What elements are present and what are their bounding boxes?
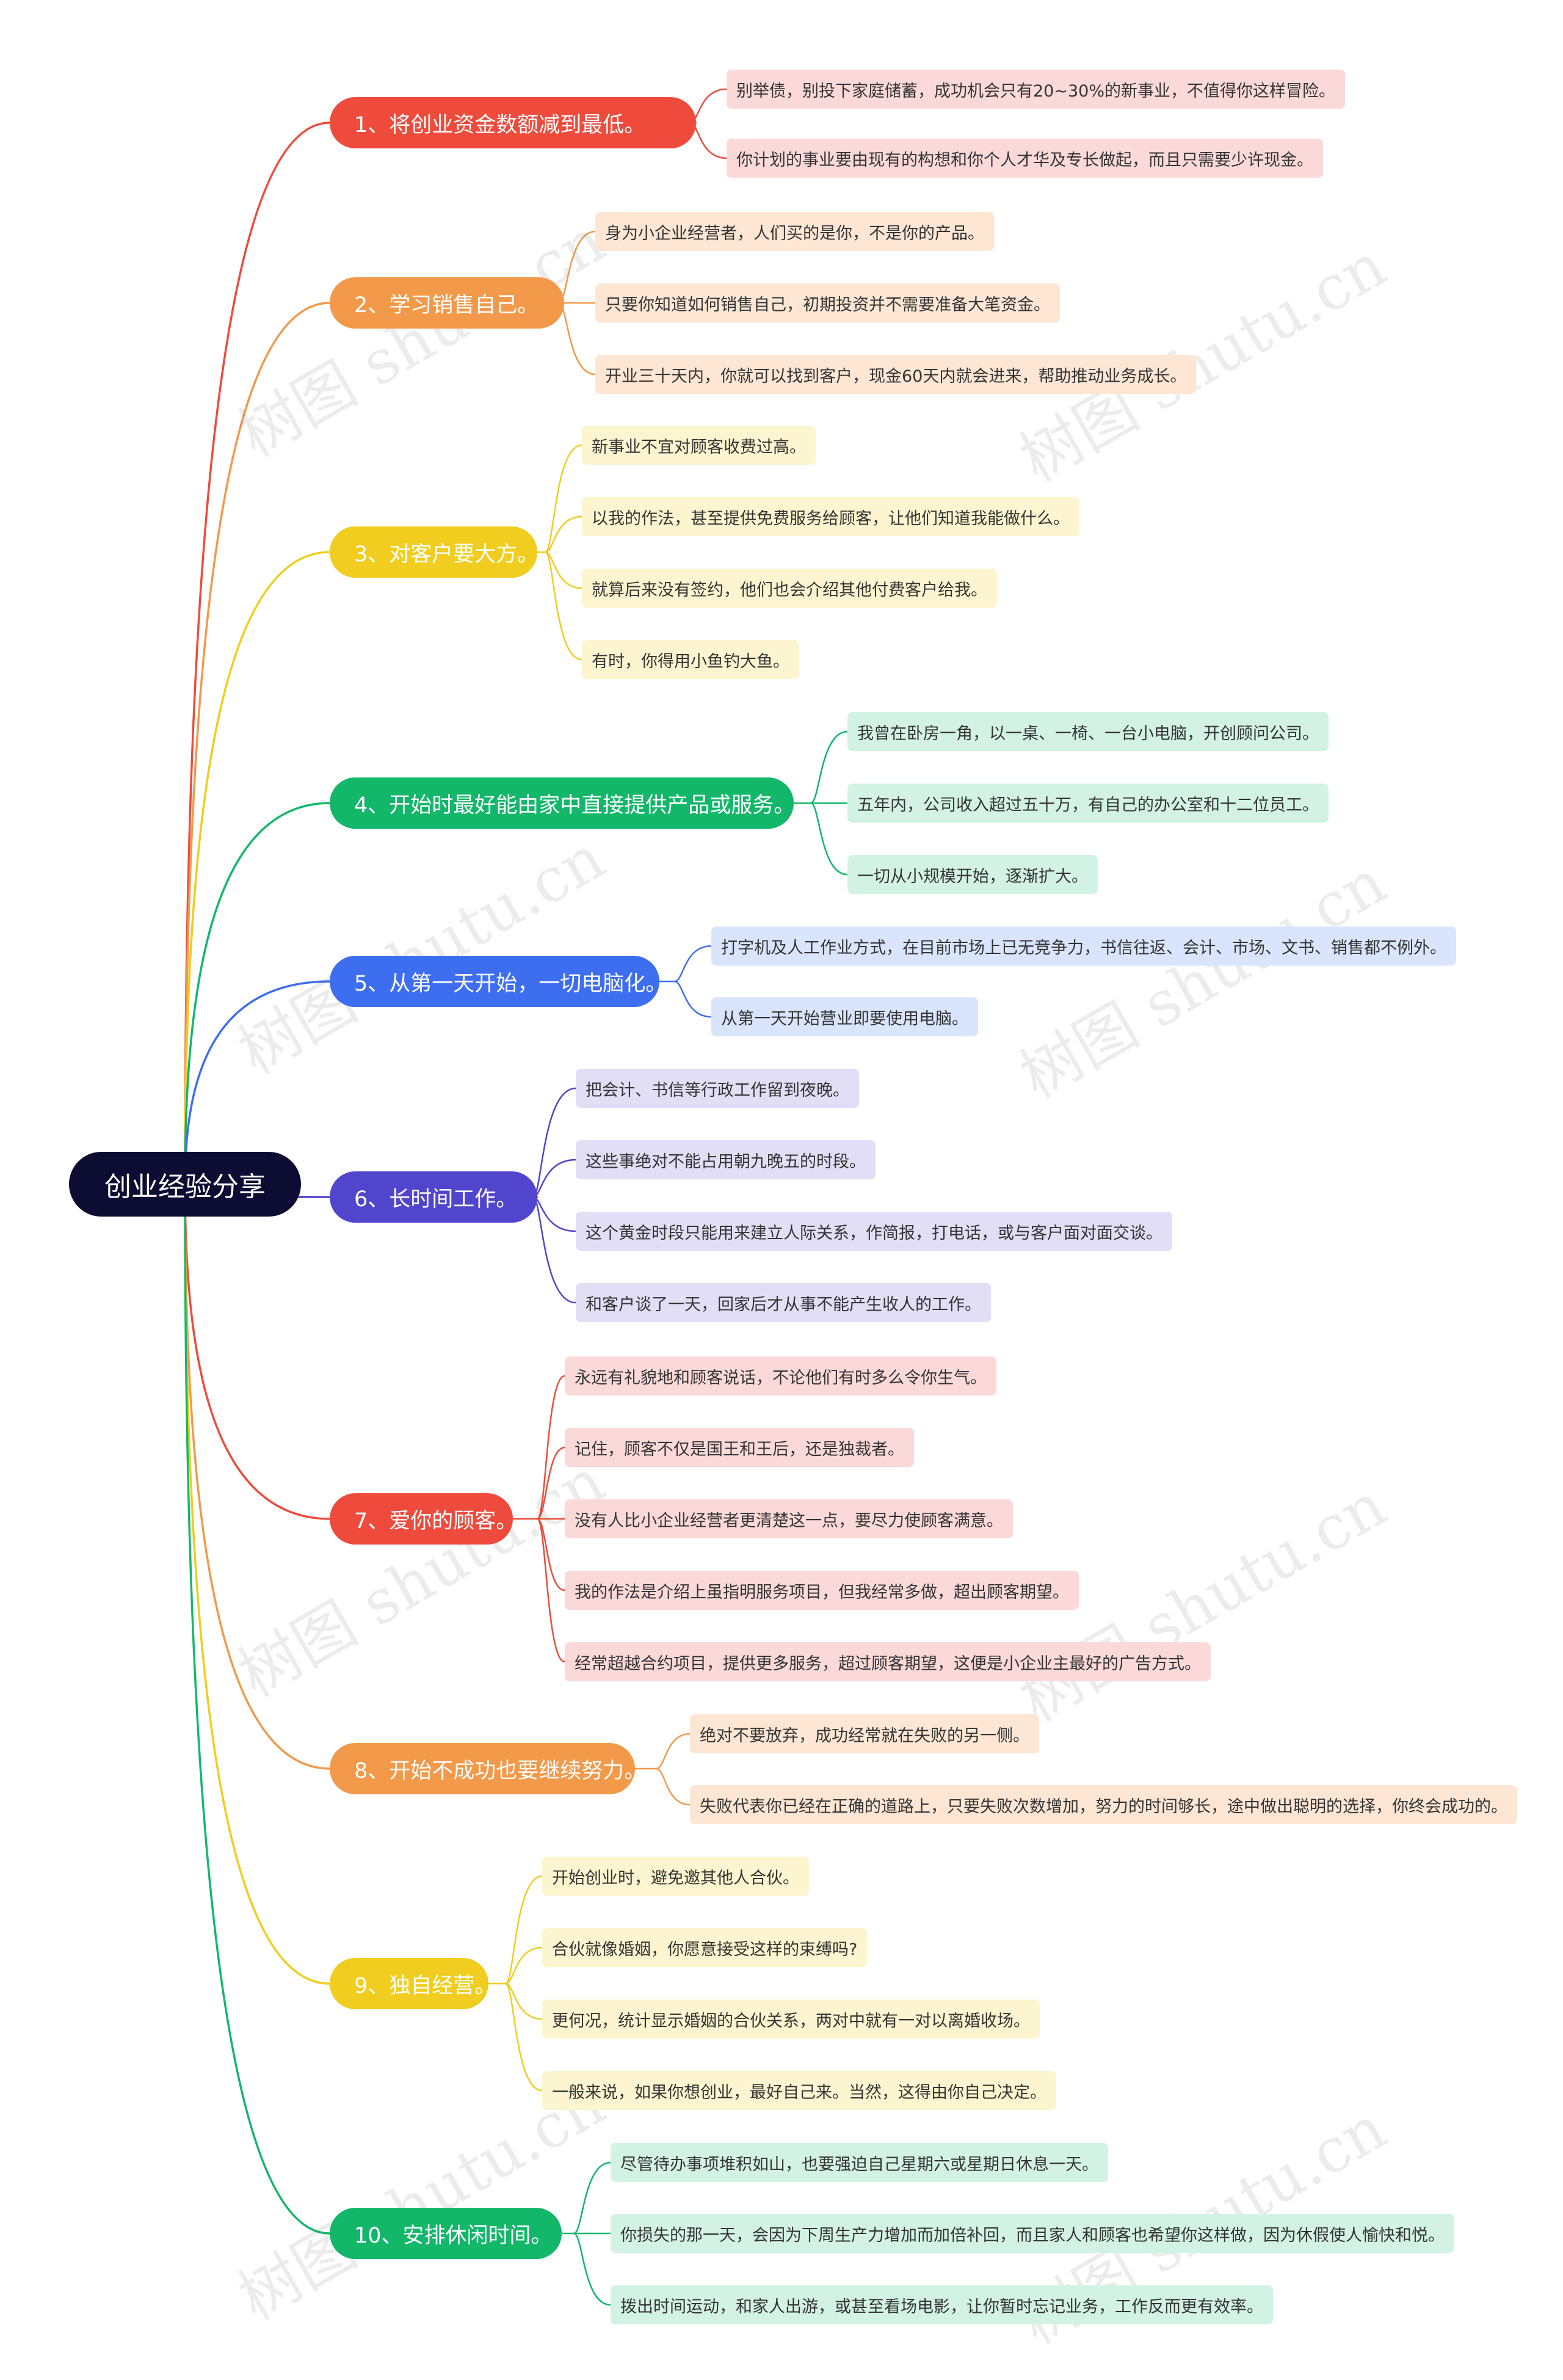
leaf-connector (655, 1733, 691, 1770)
subtopic-6-2[interactable]: 这些事绝对不能占用朝九晚五的时段。 (576, 1140, 876, 1179)
subtopic-10-2[interactable]: 你损失的那一天，会因为下周生产力增加而加倍补回，而且家人和顾客也希望你这样做，因… (611, 2214, 1454, 2253)
subtopic-9-2[interactable]: 合伙就像婚姻，你愿意接受这样的束缚吗? (542, 1928, 868, 1967)
branch-topic-10[interactable]: 10、安排休闲时间。 (330, 2208, 562, 2259)
subtopic-9-4[interactable]: 一般来说，如果你想创业，最好自己来。当然，这得由你自己决定。 (542, 2071, 1056, 2110)
branch-topic-9[interactable]: 9、独自经营。 (330, 1958, 496, 2009)
subtopic-3-1[interactable]: 新事业不宜对顾客收费过高。 (582, 426, 816, 465)
leaf-connector (673, 945, 713, 983)
branch-topic-3[interactable]: 3、对客户要大方。 (330, 526, 539, 578)
leaf-connector (544, 551, 583, 589)
leaf-connector (504, 1982, 543, 2020)
branch-topic-5[interactable]: 5、从第一天开始，一切电脑化。 (330, 956, 667, 1007)
subtopic-7-4[interactable]: 我的作法是介绍上虽指明服务项目，但我经常多做，超出顾客期望。 (565, 1571, 1079, 1610)
subtopic-1-2[interactable]: 你计划的事业要由现有的构想和你个人才华及专长做起，而且只需要少许现金。 (727, 139, 1323, 178)
root-branch-connector (184, 551, 331, 1185)
root-branch-connector (184, 122, 331, 1185)
subtopic-10-1[interactable]: 尽管待办事项堆积如山，也要强迫自己星期六或星期日休息一天。 (611, 2143, 1108, 2182)
leaf-connector (536, 1518, 566, 1592)
leaf-connector (573, 2232, 612, 2306)
subtopic-4-1[interactable]: 我曾在卧房一角，以一桌、一椅、一台小电脑，开创顾问公司。 (847, 712, 1329, 751)
leaf-connector (544, 551, 583, 661)
leaf-connector (532, 1087, 577, 1198)
root-branch-connector (184, 1183, 331, 1985)
subtopic-7-1[interactable]: 永远有礼貌地和顾客说话，不论他们有时多么令你生气。 (565, 1356, 996, 1396)
subtopic-2-1[interactable]: 身为小企业经营者，人们买的是你，不是你的产品。 (595, 212, 994, 251)
subtopic-7-2[interactable]: 记住，顾客不仅是国王和王后，还是独裁者。 (565, 1428, 914, 1467)
root-branch-connector (184, 1183, 331, 1520)
subtopic-6-3[interactable]: 这个黄金时段只能用来建立人际关系，作简报，打电话，或与客户面对面交谈。 (576, 1212, 1172, 1251)
subtopic-9-1[interactable]: 开始创业时，避免邀其他人合伙。 (542, 1857, 809, 1896)
root-topic[interactable]: 创业经验分享 (69, 1152, 301, 1217)
subtopic-8-1[interactable]: 绝对不要放弃，成功经常就在失败的另一侧。 (690, 1714, 1039, 1753)
leaf-connector (504, 1946, 543, 1985)
subtopic-4-2[interactable]: 五年内，公司收入超过五十万，有自己的办公室和十二位员工。 (847, 784, 1329, 823)
subtopic-4-3[interactable]: 一切从小规模开始，逐渐扩大。 (847, 855, 1098, 894)
leaf-connector (536, 1446, 566, 1520)
leaf-connector (544, 515, 583, 553)
branch-topic-6[interactable]: 6、长时间工作。 (330, 1171, 537, 1223)
subtopic-7-5[interactable]: 经常超越合约项目，提供更多服务，超过顾客期望，这便是小企业主最好的广告方式。 (565, 1642, 1211, 1681)
root-branch-connector (184, 1183, 331, 2235)
leaf-connector (544, 444, 583, 553)
subtopic-6-4[interactable]: 和客户谈了一天，回家后才从事不能产生收人的工作。 (576, 1283, 991, 1322)
subtopic-5-2[interactable]: 从第一天开始营业即要使用电脑。 (711, 997, 978, 1036)
leaf-connector (655, 1767, 691, 1806)
branch-topic-8[interactable]: 8、开始不成功也要继续努力。 (330, 1743, 645, 1794)
root-branch-connector (184, 302, 331, 1185)
subtopic-9-3[interactable]: 更何况，统计显示婚姻的合伙关系，两对中就有一对以离婚收场。 (542, 2000, 1040, 2039)
leaf-connector (673, 980, 713, 1018)
branch-topic-2[interactable]: 2、学习销售自己。 (330, 277, 564, 329)
root-branch-connector (184, 980, 331, 1185)
subtopic-8-2[interactable]: 失败代表你已经在正确的道路上，只要失败次数增加，努力的时间够长，途中做出聪明的选… (690, 1785, 1517, 1824)
subtopic-3-4[interactable]: 有时，你得用小鱼钓大鱼。 (582, 640, 799, 679)
leaf-connector (536, 1375, 566, 1520)
subtopic-2-3[interactable]: 开业三十天内，你就可以找到客户，现金60天内就会进来，帮助推动业务成长。 (595, 355, 1197, 394)
leaf-connector (536, 1518, 566, 1663)
leaf-connector (532, 1196, 577, 1304)
branch-topic-4[interactable]: 4、开始时最好能由家中直接提供产品或服务。 (330, 777, 795, 829)
leaf-connector (504, 1982, 543, 2092)
subtopic-3-2[interactable]: 以我的作法，甚至提供免费服务给顾客，让他们知道我能做什么。 (582, 497, 1079, 536)
leaf-connector (557, 230, 597, 304)
subtopic-7-3[interactable]: 没有人比小企业经营者更清楚这一点，要尽力使顾客满意。 (565, 1499, 1013, 1538)
leaf-connector (810, 802, 849, 876)
subtopic-3-3[interactable]: 就算后来没有签约，他们也会介绍其他付费客户给我。 (582, 569, 997, 608)
branch-topic-1[interactable]: 1、将创业资金数额减到最低。 (330, 97, 696, 148)
branch-topic-7[interactable]: 7、爱你的顾客。 (330, 1493, 517, 1545)
subtopic-10-3[interactable]: 拨出时间运动，和家人出游，或甚至看场电影，让你暂时忘记业务，工作反而更有效率。 (611, 2285, 1273, 2324)
subtopic-2-2[interactable]: 只要你知道如何销售自己，初期投资并不需要准备大笔资金。 (595, 283, 1060, 322)
subtopic-1-1[interactable]: 别举债，别投下家庭储蓄，成功机会只有20~30%的新事业，不值得你这样冒险。 (727, 70, 1345, 109)
leaf-connector (504, 1875, 543, 1985)
leaf-connector (573, 2161, 612, 2235)
subtopic-5-1[interactable]: 打字机及人工作业方式，在目前市场上已无竞争力，书信往返、会计、市场、文书、销售都… (711, 926, 1456, 966)
root-branch-connector (184, 802, 331, 1185)
subtopic-6-1[interactable]: 把会计、书信等行政工作留到夜晚。 (576, 1069, 859, 1108)
leaf-connector (557, 302, 597, 376)
leaf-connector (810, 730, 849, 804)
